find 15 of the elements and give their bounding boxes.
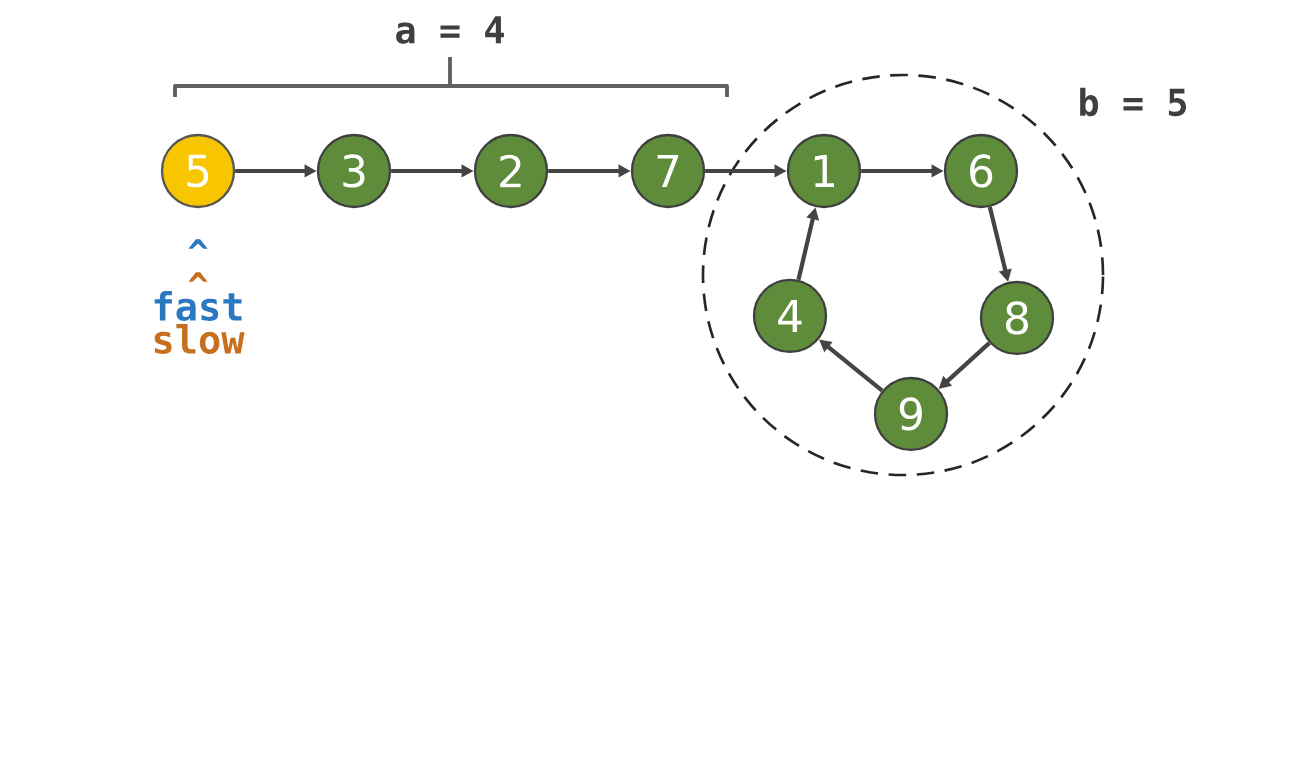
pointer-label: fast [154,291,242,321]
pointer-caret: ^ [188,272,208,282]
pointer-label: slow [154,324,245,354]
list-node: 8 [979,280,1055,356]
length-label: b = 5 [1080,87,1187,117]
length-label: a = 4 [396,16,504,44]
list-node: 3 [316,133,392,209]
list-node: 4 [752,278,828,354]
list-node: 5 [160,133,236,209]
pointer-caret: ^ [188,239,208,249]
list-node: 2 [473,133,549,209]
list-node: 6 [943,133,1019,209]
list-node: 7 [630,133,706,209]
list-node: 9 [873,376,949,452]
list-node: 1 [786,133,862,209]
